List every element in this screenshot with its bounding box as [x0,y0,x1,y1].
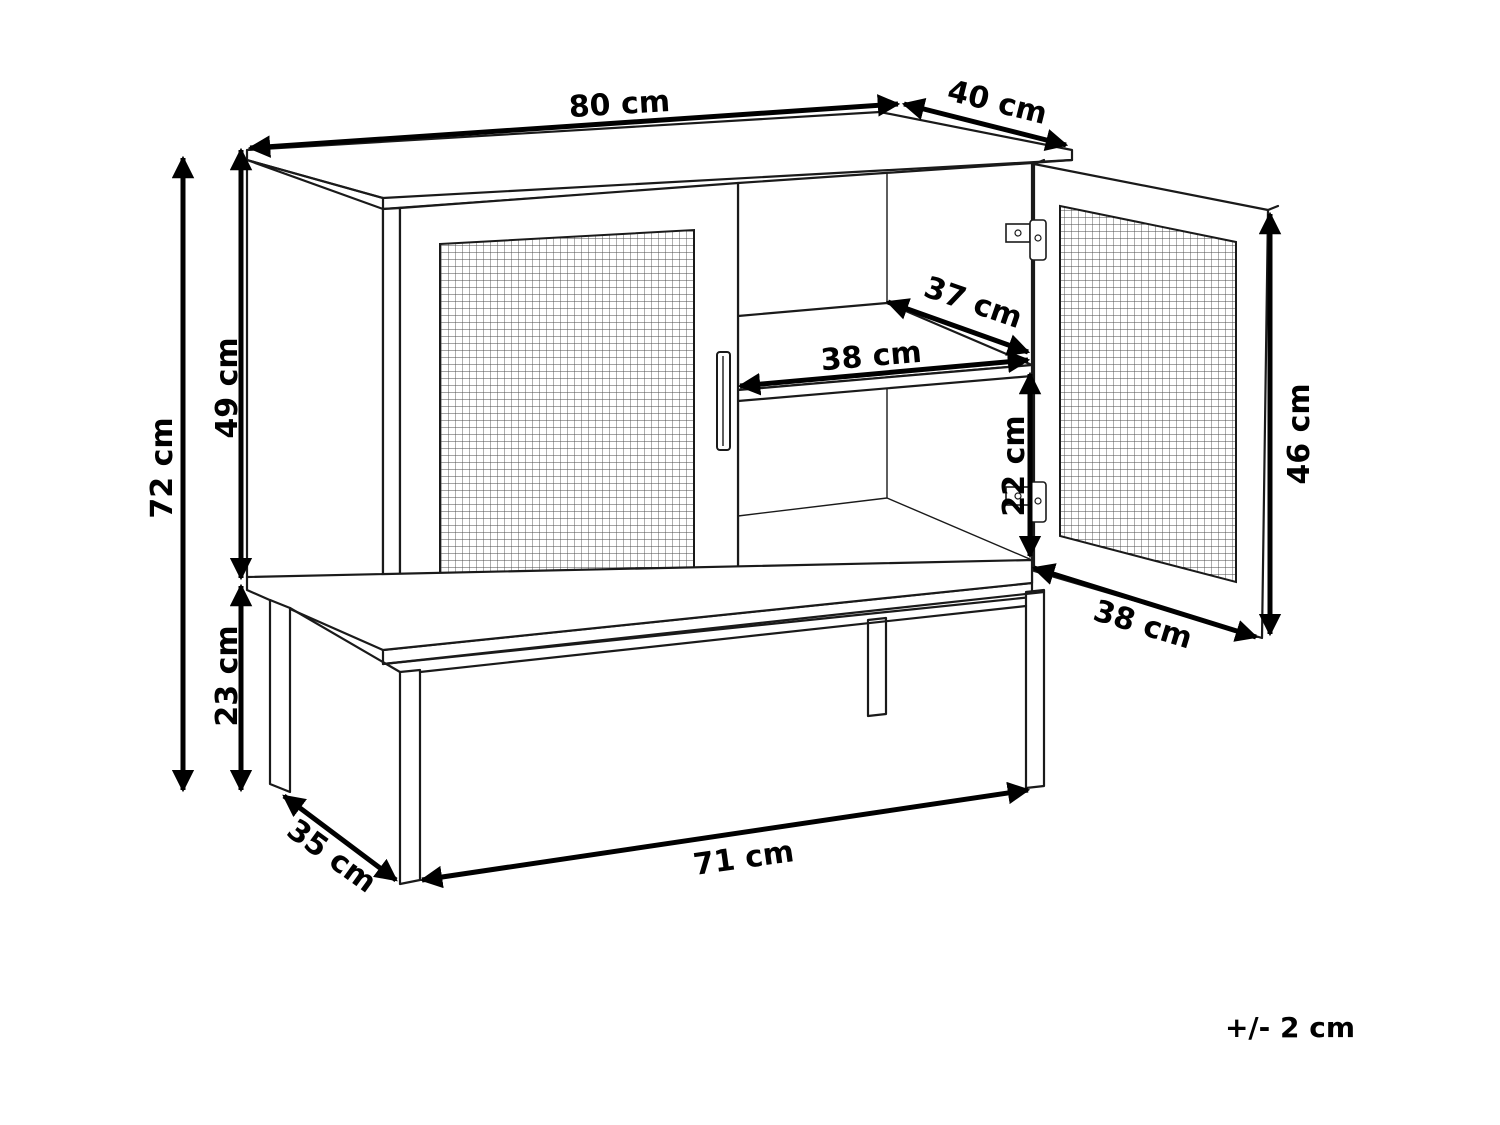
label-height-legs: 23 cm [210,625,245,726]
hinge-icon [1005,219,1047,261]
dim-arrow-door-width [1031,563,1259,642]
label-height-total: 72 cm [145,417,180,518]
dim-arrow-shelf-depth [885,298,1031,356]
label-width-top: 80 cm [568,84,671,125]
dim-arrow-leg-width [419,781,1031,889]
dimension-lines [171,94,1282,889]
left-door-mesh [439,228,695,596]
tolerance-note: +/- 2 cm [1225,1011,1355,1044]
dim-arrow-leg-depth [282,794,398,882]
dim-arrow-depth-top [901,98,1069,151]
right-door-mesh [1059,204,1237,584]
dim-arrow-shelf-width [737,350,1031,396]
label-depth-top: 40 cm [944,74,1051,132]
label-leg-width: 71 cm [691,834,796,883]
label-door-height: 46 cm [1282,383,1317,484]
label-shelf-height: 22 cm [997,415,1032,516]
label-height-body: 49 cm [210,337,245,438]
cabinet-drawing [245,110,1280,886]
leg-frame [268,588,1046,886]
dim-arrow-width-top [247,94,901,158]
